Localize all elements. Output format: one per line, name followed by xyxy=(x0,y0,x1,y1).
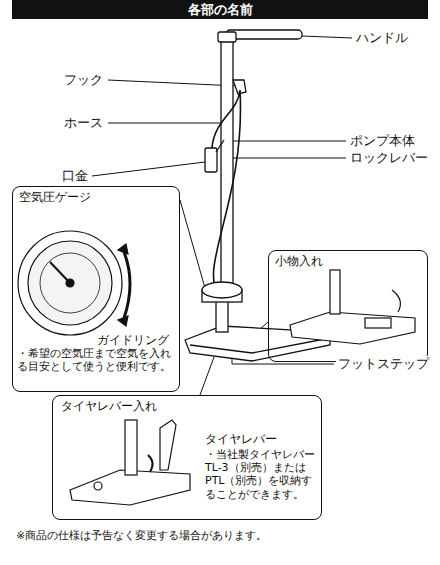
box-heading: 小物入れ xyxy=(275,254,415,268)
part-label: ロックレバー xyxy=(348,150,430,165)
dial-inner xyxy=(40,253,100,313)
callout-box: 小物入れ xyxy=(268,250,428,362)
hose xyxy=(212,90,241,296)
box-heading: 空気圧ゲージ xyxy=(19,190,169,204)
lower-tube xyxy=(216,300,228,332)
pump-tube xyxy=(221,38,233,286)
arrow-head xyxy=(118,244,128,254)
part-label: ポンプ本体 xyxy=(348,133,417,148)
tube-detail xyxy=(330,270,340,314)
foot-base-edge xyxy=(190,338,330,353)
tube-detail xyxy=(125,420,137,475)
handle xyxy=(226,30,302,39)
part-label: ハンドル xyxy=(354,30,410,45)
leader-line xyxy=(180,200,205,288)
note-text: ・当社製タイヤレバーTL-3（別売）またはPTL（別売）を収納することができます… xyxy=(205,448,317,501)
title-band: 各部の名前 xyxy=(12,0,428,19)
dial-face xyxy=(28,241,112,325)
insert-arrow xyxy=(148,455,153,472)
part-name: ガイドリング xyxy=(97,333,177,347)
note-text: ・希望の空気圧まで空気を入れる目安として使うと便利です。 xyxy=(17,347,177,373)
leader-line xyxy=(108,123,232,124)
leader-line xyxy=(302,36,352,38)
part-label: ホース xyxy=(62,115,105,130)
gauge-top xyxy=(202,282,242,298)
callout-box: 空気圧ゲージガイドリング・希望の空気圧まで空気を入れる目安として使うと便利です。 xyxy=(12,186,180,392)
gauge-dial xyxy=(18,231,130,335)
accessory-detail xyxy=(290,270,415,344)
guide-ring-arrow xyxy=(124,252,130,318)
box-lid xyxy=(365,318,391,328)
dial-ring xyxy=(18,231,122,335)
part-label: フック xyxy=(62,72,105,87)
screw xyxy=(94,482,102,490)
lever-detail xyxy=(70,420,190,505)
open-arrow xyxy=(392,290,400,312)
dial-hub xyxy=(66,279,74,287)
footnote: ※商品の仕様は予告なく変更する場合があります。 xyxy=(14,528,269,543)
leader-line xyxy=(222,158,346,159)
leader-line xyxy=(108,80,238,86)
handle-cap xyxy=(218,32,236,42)
pump xyxy=(185,30,330,361)
leader-lines xyxy=(92,36,352,395)
leader-line xyxy=(233,141,346,142)
part-label: 口金 xyxy=(60,168,90,183)
box-heading: タイヤレバー入れ xyxy=(61,399,261,413)
tyre-lever xyxy=(160,420,176,470)
base-detail xyxy=(290,312,415,344)
arrow-head xyxy=(118,316,128,326)
leader-line xyxy=(92,162,205,176)
leader-line xyxy=(200,357,214,395)
lock-lever xyxy=(216,140,224,152)
title-text: 各部の名前 xyxy=(188,2,253,17)
part-name: タイヤレバー xyxy=(205,432,315,446)
callout-box: タイヤレバー入れタイヤレバー・当社製タイヤレバーTL-3（別売）またはPTL（別… xyxy=(52,395,322,520)
part-label: フットステップ xyxy=(336,356,431,371)
pump-head xyxy=(205,148,217,172)
